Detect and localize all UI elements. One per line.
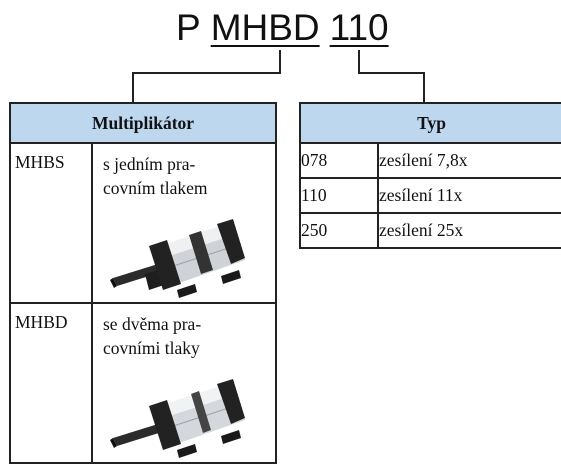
description-line: s jedním pra- [103, 154, 196, 174]
code-prefix: P [176, 7, 201, 48]
description-line: covním tlakem [103, 178, 208, 198]
table-row: 250 zesílení 25x [299, 212, 561, 249]
row-description: se dvěma pra- covními tlaky [91, 302, 277, 464]
type-code: 110 [299, 177, 379, 214]
description-line: se dvěma pra- [103, 314, 202, 334]
connector-lines [132, 50, 425, 102]
code-type: MHBD [210, 7, 320, 48]
code-size: 110 [329, 7, 389, 48]
row-code: MHBD [9, 302, 93, 464]
table-row: MHBD se dvěma pra- covními tlaky [9, 302, 277, 464]
type-header: Typ [298, 102, 561, 144]
row-code: MHBS [9, 142, 93, 304]
type-value: zesílení 11x [376, 177, 561, 214]
table-row: 078 zesílení 7,8x [299, 142, 561, 179]
table-row: 110 zesílení 11x [299, 177, 561, 214]
type-value: zesílení 25x [376, 212, 561, 249]
description-line: covními tlaky [103, 338, 200, 358]
multiplier-header: Multiplikátor [9, 102, 277, 144]
multiplier-table: Multiplikátor MHBS s jedním pra- covním … [9, 102, 277, 464]
type-code: 250 [299, 212, 379, 249]
type-code: 078 [299, 142, 379, 179]
hydraulic-multiplier-single-icon [103, 208, 275, 302]
connector-size [358, 50, 425, 102]
type-value: zesílení 7,8x [376, 142, 561, 179]
type-table: Typ 078 zesílení 7,8x 110 zesílení 11x 2… [298, 102, 561, 249]
table-row: MHBS s jedním pra- covním tlakem [9, 142, 277, 304]
row-description: s jedním pra- covním tlakem [91, 142, 277, 304]
connector-type [132, 50, 281, 102]
